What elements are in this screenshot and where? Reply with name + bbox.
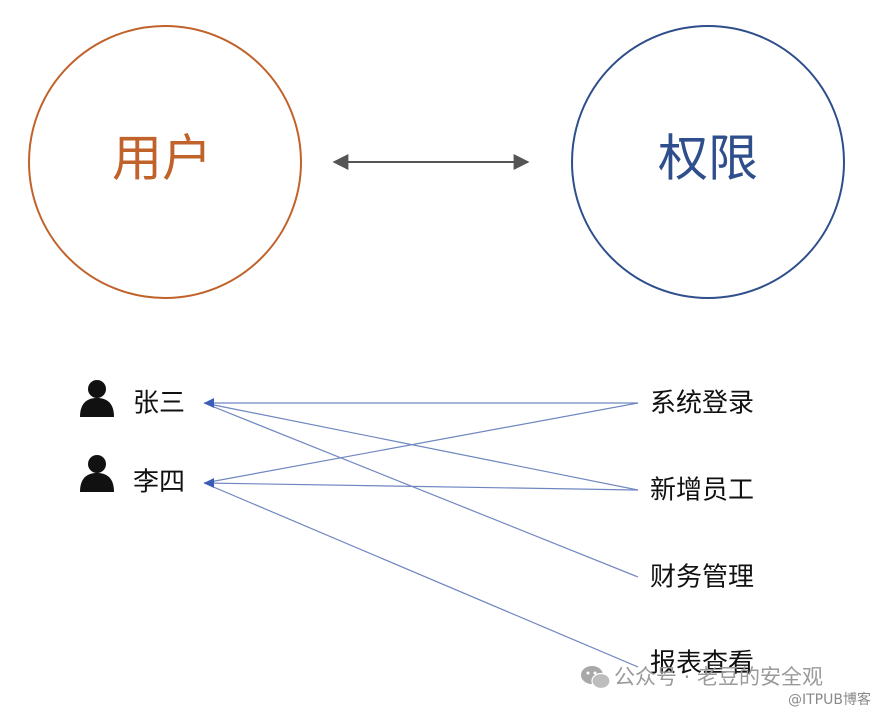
- watermark-subtext: @ITPUB博客: [788, 691, 871, 708]
- mapping-line: [203, 402, 639, 578]
- watermark: 公众号 · 老豆的安全观 @ITPUB博客: [581, 665, 871, 708]
- permission-name-label: 系统登录: [650, 389, 754, 419]
- permission-name-label: 新增员工: [650, 476, 754, 506]
- mapping-lines: [203, 398, 639, 668]
- permission-concept-label: 权限: [658, 130, 758, 188]
- wechat-icon: [581, 666, 611, 690]
- arrowhead: [204, 478, 214, 488]
- mapping-line: [203, 402, 639, 484]
- person-icon: [80, 455, 114, 492]
- user-concept-circle: [28, 25, 302, 299]
- arrowhead: [204, 398, 214, 408]
- user-name-label: 李四: [133, 468, 185, 498]
- mapping-line: [203, 482, 639, 491]
- permission-concept-circle: [571, 25, 845, 299]
- watermark-text: 公众号 · 老豆的安全观: [614, 665, 823, 689]
- permission-name-label: 财务管理: [650, 563, 754, 593]
- person-icon: [80, 380, 114, 417]
- mapping-line: [203, 482, 639, 668]
- permission-name-label: 报表查看: [650, 649, 754, 679]
- mapping-line: [203, 402, 639, 491]
- user-concept-label: 用户: [112, 130, 212, 188]
- user-name-label: 张三: [133, 389, 185, 419]
